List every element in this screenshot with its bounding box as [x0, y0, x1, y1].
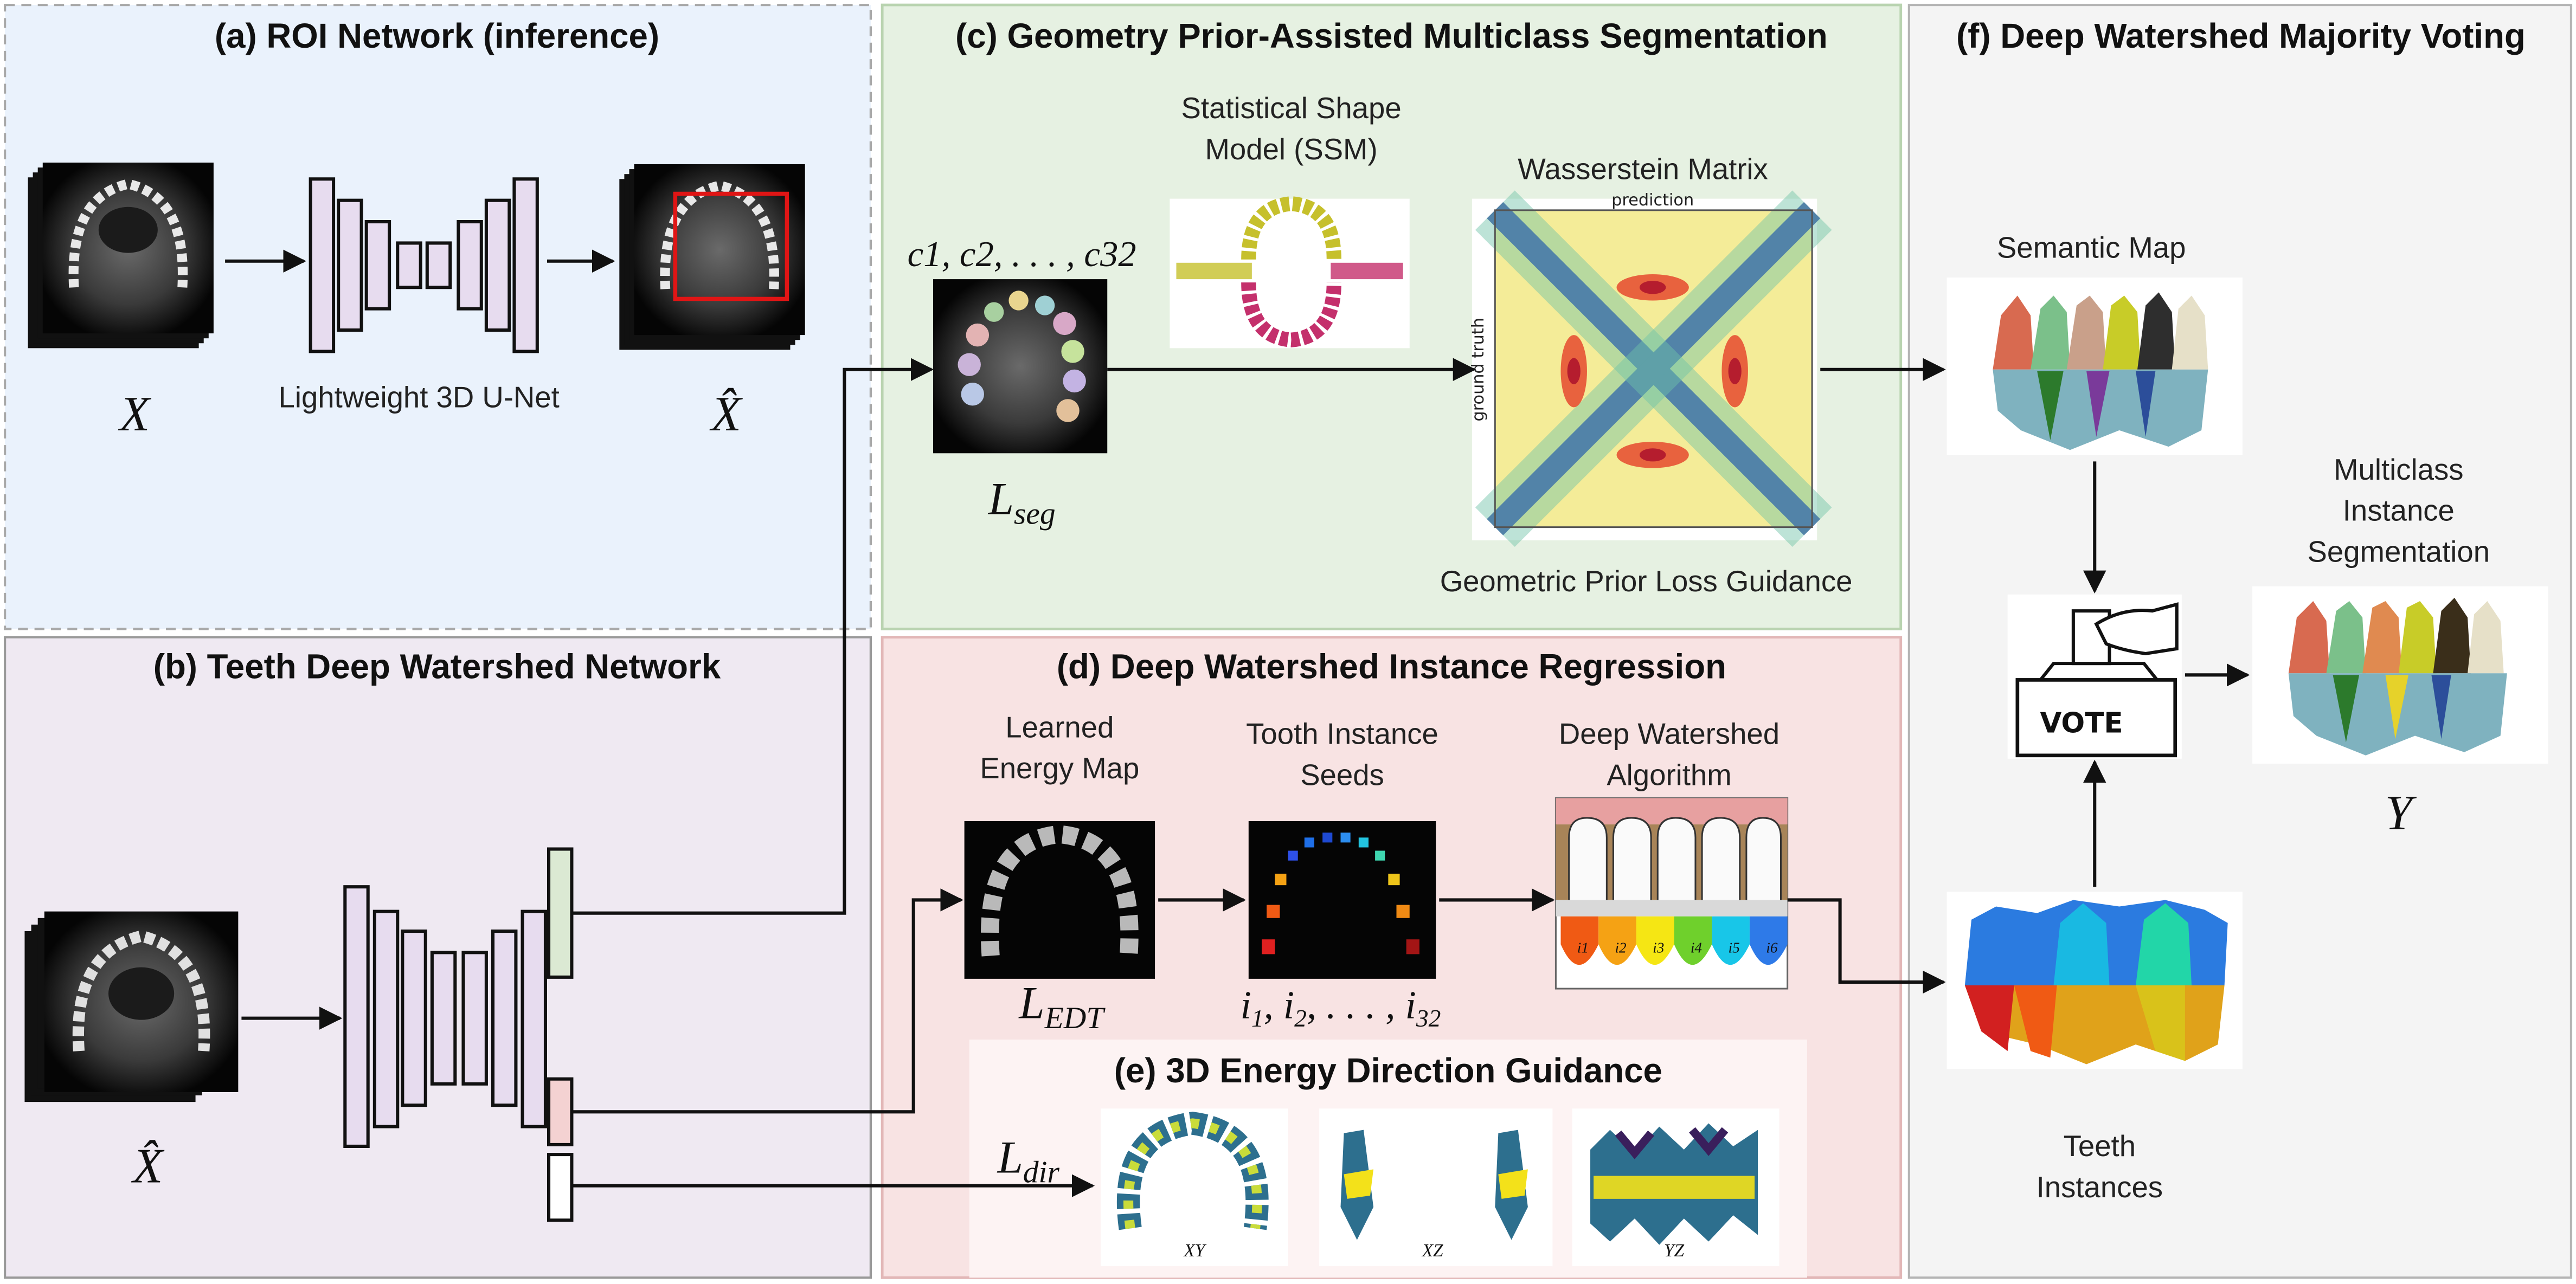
panel-a-title: (a) ROI Network (inference): [215, 17, 659, 55]
result-label-line1: Multiclass: [2334, 453, 2463, 486]
head-edt: [547, 1077, 574, 1146]
head-dir: [547, 1153, 574, 1222]
symbol-x-hat-a: X̂: [709, 386, 743, 441]
view-yz-label: YZ: [1664, 1241, 1685, 1261]
view-xz-label: XZ: [1421, 1241, 1443, 1261]
loss-edt: LEDT: [1018, 978, 1106, 1035]
arrow-edt: [571, 888, 963, 1114]
ct-stack-input-b: [24, 911, 239, 1102]
direction-xy-image: XY: [1101, 1108, 1288, 1267]
symbol-x: X: [118, 386, 152, 441]
ssm-label-line2: Model (SSM): [1205, 133, 1377, 166]
arrow-seg: [571, 358, 934, 915]
symbol-y: Y: [2385, 785, 2417, 840]
seeds-image: [1248, 821, 1436, 979]
algorithm-label-line2: Algorithm: [1607, 758, 1731, 791]
roi-box: [673, 191, 789, 301]
final-segmentation-image: [2252, 586, 2548, 764]
result-label-line3: Segmentation: [2308, 535, 2490, 568]
vote-label: VOTE: [2040, 707, 2123, 739]
vote-box-icon: VOTE: [2007, 594, 2182, 759]
seeds-label-line1: Tooth Instance: [1246, 718, 1438, 751]
result-label-line2: Instance: [2343, 494, 2455, 527]
ct-stack-input-a: [28, 162, 214, 349]
energy-map-image: [964, 821, 1155, 979]
view-xy-label: XY: [1183, 1241, 1206, 1261]
loss-seg: Lseg: [988, 473, 1056, 531]
wasserstein-matrix: prediction ground truth: [1469, 190, 1832, 547]
seeds-symbol: i1, i2, . . . , i32: [1241, 983, 1441, 1032]
unet-b: [343, 885, 547, 1148]
panel-b-title: (b) Teeth Deep Watershed Network: [153, 647, 721, 686]
instance-label-i5: i5: [1729, 939, 1740, 956]
wasserstein-label: Wasserstein Matrix: [1518, 152, 1768, 185]
instance-label-i1: i1: [1577, 939, 1589, 956]
watershed-algorithm-image: i1 i2 i3 i4 i5 i6: [1554, 797, 1789, 990]
energy-label-line2: Energy Map: [980, 752, 1139, 785]
direction-yz-image: YZ: [1572, 1108, 1780, 1267]
matrix-top-label: prediction: [1611, 191, 1694, 210]
panel-e-title: (e) 3D Energy Direction Guidance: [1114, 1051, 1662, 1090]
ssm-image: [1170, 196, 1410, 349]
instance-label-i2: i2: [1615, 939, 1627, 956]
symbol-x-hat-b: X̂: [131, 1139, 165, 1193]
energy-label-line1: Learned: [1005, 711, 1114, 744]
seeds-label-line2: Seeds: [1300, 758, 1384, 791]
geometric-guidance-label: Geometric Prior Loss Guidance: [1440, 565, 1853, 598]
head-seg: [547, 847, 574, 979]
instance-label-i3: i3: [1653, 939, 1664, 956]
panel-f-title: (f) Deep Watershed Majority Voting: [1956, 17, 2526, 55]
panel-d-title: (d) Deep Watershed Instance Regression: [1057, 647, 1726, 686]
instance-label-i4: i4: [1691, 939, 1703, 956]
algorithm-label-line1: Deep Watershed: [1559, 718, 1780, 751]
panel-c-title: (c) Geometry Prior-Assisted Multiclass S…: [955, 17, 1828, 55]
instances-label-line1: Teeth: [2064, 1130, 2136, 1163]
classes-symbol: c1, c2, . . . , c32: [908, 235, 1136, 274]
segmentation-slice: [933, 279, 1108, 454]
direction-xz-image: XZ: [1319, 1108, 1553, 1267]
ct-stack-roi: [619, 164, 805, 350]
instances-label-line2: Instances: [2037, 1171, 2163, 1204]
unet-a: [309, 177, 539, 353]
ssm-label-line1: Statistical Shape: [1181, 92, 1401, 125]
loss-dir: Ldir: [997, 1132, 1060, 1189]
arrow-d-out: [1787, 898, 1946, 994]
semantic-map-label: Semantic Map: [1997, 231, 2186, 264]
instance-label-i6: i6: [1766, 939, 1778, 956]
semantic-map-image: [1947, 278, 2243, 455]
unet-label: Lightweight 3D U-Net: [279, 380, 560, 414]
teeth-instances-image: [1947, 892, 2243, 1069]
